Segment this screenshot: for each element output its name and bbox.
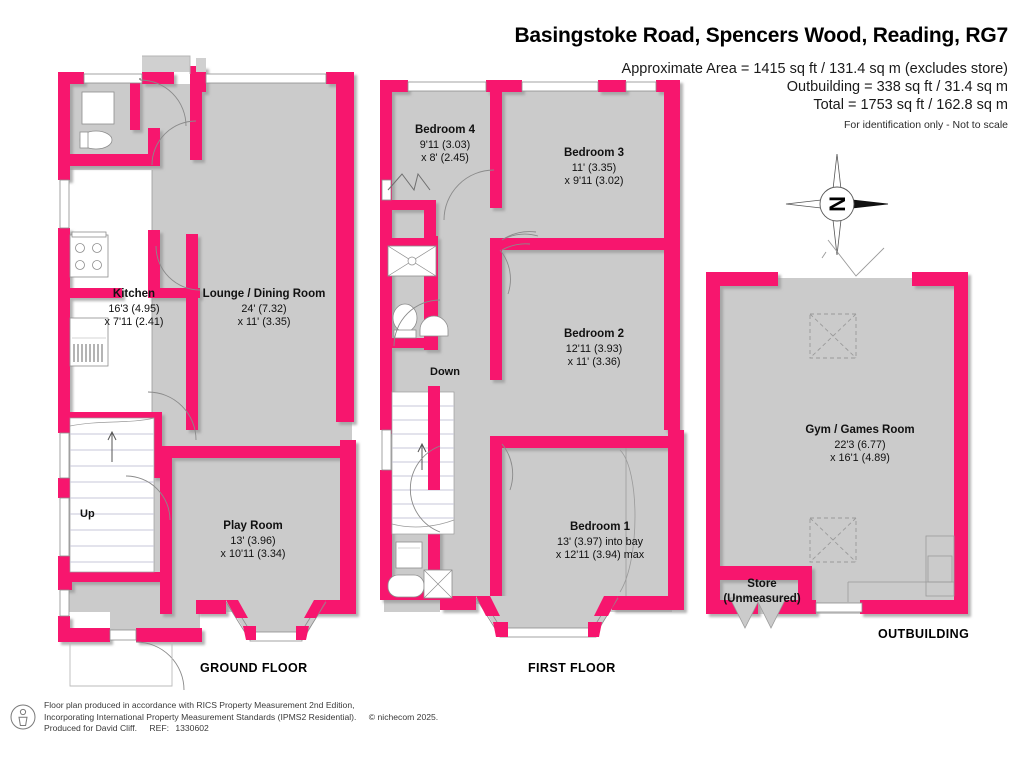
first-floor-cupboard — [387, 245, 437, 277]
footer-text: Floor plan produced in accordance with R… — [44, 700, 438, 735]
outbuilding-name: OUTBUILDING — [878, 627, 970, 641]
first-bathroom-fixtures — [387, 510, 453, 599]
ground-top-projection — [142, 56, 206, 72]
approximate-area-line: Approximate Area = 1415 sq ft / 131.4 sq… — [621, 61, 1008, 77]
ground-door-arcs — [125, 79, 201, 691]
person-icon — [10, 704, 36, 730]
first-stairs-label: Down — [430, 366, 460, 378]
footer-line-2: Incorporating International Property Mea… — [44, 711, 357, 722]
first-door-arcs — [393, 169, 539, 533]
ground-wc-fixtures — [79, 91, 115, 150]
area-summary: Approximate Area = 1415 sq ft / 131.4 sq… — [622, 60, 1008, 134]
footer: Floor plan produced in accordance with R… — [10, 700, 438, 735]
first-wc-fixtures — [392, 303, 449, 339]
room-label-kitchen: Kitchen 16'3 (4.95) x 7'11 (2.41) — [104, 288, 164, 328]
footer-copyright: © nichecom 2025. — [368, 711, 439, 722]
room-label-bedroom-1: Bedroom 1 13' (3.97) into bay x 12'11 (3… — [555, 521, 645, 561]
footer-ref-label: REF: — [149, 723, 169, 733]
room-label-gym-games-room: Gym / Games Room 22'3 (6.77) x 16'1 (4.8… — [805, 424, 915, 464]
page-title: Basingstoke Road, Spencers Wood, Reading… — [514, 24, 1008, 47]
compass-rose: N — [782, 152, 892, 257]
ground-porch-outline — [69, 642, 173, 687]
first-stair-walls — [428, 386, 440, 490]
outbuilding-area-line: Outbuilding = 338 sq ft / 31.4 sq m — [786, 79, 1008, 95]
footer-line-3: Produced for David Cliff. — [44, 723, 137, 733]
ground-staircase — [69, 417, 155, 573]
scale-disclaimer: For identification only - Not to scale — [844, 119, 1008, 131]
room-label-lounge-dining: Lounge / Dining Room 24' (7.32) x 11' (3… — [202, 288, 326, 328]
first-staircase — [391, 391, 455, 535]
outbuilding-windows — [815, 602, 863, 613]
room-label-bedroom-2: Bedroom 2 12'11 (3.93) x 11' (3.36) — [563, 328, 625, 368]
footer-ref-value: 1330602 — [175, 723, 209, 733]
ground-stairs-label: Up — [80, 508, 95, 520]
room-label-bedroom-4: Bedroom 4 9'11 (3.03) x 8' (2.45) — [414, 124, 476, 164]
ground-floor-group — [58, 55, 356, 691]
first-floor-name: FIRST FLOOR — [528, 661, 616, 675]
total-area-line: Total = 1753 sq ft / 162.8 sq m — [813, 97, 1008, 113]
outbuilding-equipment — [847, 535, 955, 602]
bedroom4-wardrobe — [387, 172, 431, 192]
ground-floor-name: GROUND FLOOR — [200, 661, 308, 675]
footer-line-1: Floor plan produced in accordance with R… — [44, 700, 355, 710]
room-label-play-room: Play Room 13' (3.96) x 10'11 (3.34) — [220, 520, 286, 560]
footer-line-2-wrap: Incorporating International Property Mea… — [44, 712, 438, 724]
footer-line-3-wrap: Produced for David Cliff. REF: 1330602 — [44, 723, 438, 735]
ground-bay-window — [225, 600, 327, 642]
compass-label: N — [825, 196, 850, 212]
room-label-store: Store (Unmeasured) — [723, 578, 801, 605]
room-label-bedroom-3: Bedroom 3 11' (3.35) x 9'11 (3.02) — [563, 147, 625, 187]
first-bay-window — [475, 596, 619, 638]
